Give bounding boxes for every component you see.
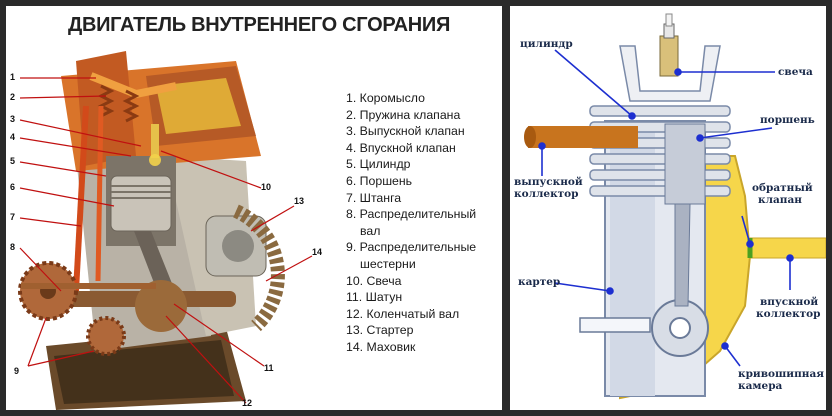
legend-item: 5. Цилиндр [346, 157, 411, 172]
callout-5: 5 [10, 156, 16, 166]
label-exhaust-line1: выпускной [514, 176, 583, 188]
label-check-valve-line2: клапан [758, 194, 802, 206]
rocker-arm [89, 72, 177, 99]
legend-item: 2. Пружина клапана [346, 107, 461, 122]
engine-cutaway-illustration [18, 51, 313, 410]
legend-item: 7. Штанга [346, 190, 402, 205]
label-check-valve-line1: обратный [752, 182, 813, 194]
engine-cutaway-panel: ДВИГАТЕЛЬ ВНУТРЕННЕГО СГОРАНИЯ [6, 6, 502, 410]
legend-item: 11. Шатун [346, 290, 403, 305]
legend-item: 10. Свеча [346, 273, 402, 288]
callout-7: 7 [10, 212, 16, 222]
exhaust-manifold [528, 126, 638, 148]
label-exhaust-line2: коллектор [514, 188, 579, 200]
label-spark-plug: свеча [778, 66, 813, 78]
legend-item: 6. Поршень [346, 173, 413, 188]
valve-spring [97, 84, 140, 123]
legend-item: 14. Маховик [346, 339, 416, 354]
callout-4: 4 [10, 132, 16, 142]
callout-11: 11 [264, 363, 274, 373]
label-intake-line1: впускной [760, 296, 819, 308]
two-stroke-engine-schematic [524, 13, 826, 400]
diagram-title: ДВИГАТЕЛЬ ВНУТРЕННЕГО СГОРАНИЯ [68, 14, 451, 36]
label-crankcase: картер [518, 276, 561, 288]
label-crank-chamber-line1: кривошипная [738, 368, 825, 380]
callout-10: 10 [261, 182, 272, 192]
callout-3: 3 [10, 114, 16, 124]
callout-2: 2 [10, 92, 16, 102]
callout-13: 13 [294, 196, 305, 206]
callout-1: 1 [10, 72, 16, 82]
callout-9: 9 [14, 366, 20, 376]
legend-item: шестерни [360, 256, 416, 271]
pointer-lines [538, 49, 794, 367]
piston [110, 175, 172, 232]
two-stroke-diagram-panel: цилиндр свеча поршень выпускной коллекто… [510, 6, 826, 410]
label-crank-chamber-line2: камера [738, 380, 783, 392]
crankshaft-axle [579, 317, 651, 333]
callout-8: 8 [10, 242, 16, 252]
leader-lines [19, 77, 313, 404]
legend-item: 9. Распределительные [346, 240, 477, 255]
callout-6: 6 [10, 182, 16, 192]
legend-item: 1. Коромысло [346, 91, 425, 105]
callout-12: 12 [242, 398, 253, 408]
label-intake-line2: коллектор [756, 308, 821, 320]
legend-item: 4. Впускной клапан [346, 140, 456, 155]
legend-item: 3. Выпускной клапан [346, 124, 465, 139]
legend-item: вал [360, 223, 381, 238]
label-cylinder: цилиндр [520, 38, 573, 50]
legend-item: 8. Распределительный [346, 207, 477, 222]
connecting-rod [674, 203, 691, 307]
spark-plug [151, 124, 159, 158]
pushrod [73, 105, 89, 292]
parts-legend: 1. Коромысло 2. Пружина клапана 3. Выпус… [346, 90, 476, 356]
callout-14: 14 [312, 247, 323, 257]
legend-item: 13. Стартер [346, 323, 414, 338]
legend-item: 12. Коленчатый вал [346, 306, 460, 321]
timing-gear [86, 316, 126, 356]
flywheel [232, 204, 285, 332]
label-piston: поршень [760, 114, 815, 126]
